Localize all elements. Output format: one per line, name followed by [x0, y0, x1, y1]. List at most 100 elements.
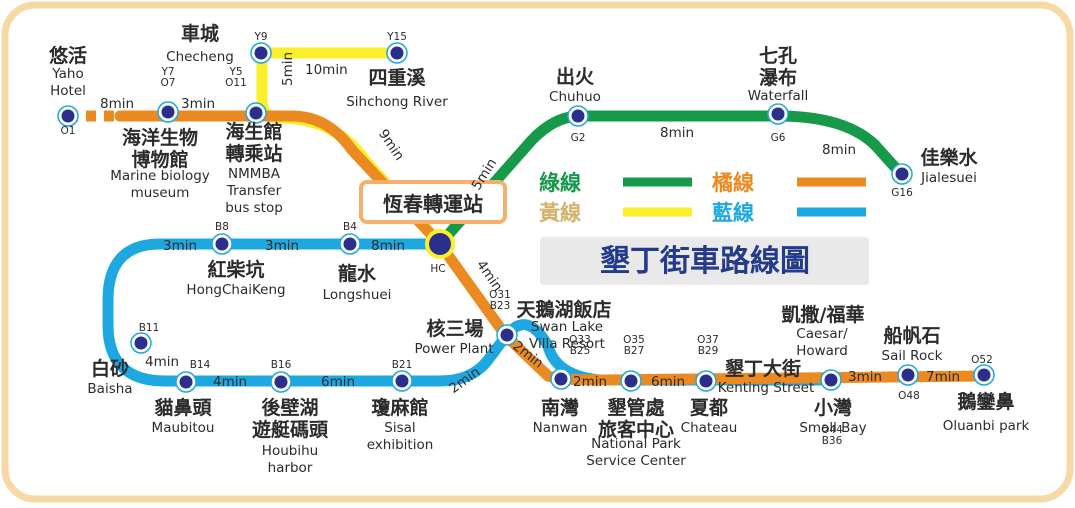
- station-marker[interactable]: [901, 368, 915, 382]
- station-marker[interactable]: [390, 46, 404, 60]
- station-marker[interactable]: [395, 374, 409, 388]
- time-sailrock-oluanbi: 7min: [926, 369, 960, 385]
- station-name-en: harbor: [268, 460, 313, 476]
- station-code: O35: [623, 334, 645, 346]
- station-name-zh: 海生館: [225, 120, 282, 143]
- station-marker[interactable]: [500, 328, 514, 342]
- station-marker[interactable]: [249, 106, 263, 120]
- station-code: B36: [822, 435, 843, 447]
- station-code: Y5: [228, 66, 242, 78]
- station-marker[interactable]: [61, 109, 75, 123]
- station-name-en: Longshuei: [323, 287, 392, 303]
- station-marker[interactable]: [274, 375, 288, 389]
- map-title: 墾丁街車路線圖: [600, 244, 810, 279]
- station-marker[interactable]: [895, 167, 909, 181]
- map-title-box: [540, 237, 869, 285]
- station-marker[interactable]: [134, 336, 148, 350]
- time-maubitou-houbihu: 4min: [213, 374, 247, 390]
- station-name-zh: 轉乘站: [225, 142, 282, 165]
- station-name-en: museum: [131, 185, 190, 201]
- station-name-zh: 凱撒/福華: [782, 303, 865, 326]
- station-name-en: bus stop: [225, 200, 283, 216]
- station-name-en: Jialesuei: [920, 170, 977, 186]
- station-code: HC: [430, 263, 445, 275]
- station-name-zh: 墾管處: [607, 396, 665, 419]
- station-code: G6: [771, 132, 786, 144]
- time-nmmba-checheng: 5min: [280, 52, 296, 86]
- hub-marker[interactable]: [429, 233, 451, 255]
- station-marker[interactable]: [977, 368, 991, 382]
- hub-label-box: [359, 180, 507, 224]
- station-code: O44: [821, 424, 843, 436]
- station-name-zh: 天鵝湖飯店: [516, 298, 611, 321]
- station-name-en: Service Center: [586, 453, 686, 469]
- station-code: B23: [490, 300, 511, 312]
- station-code: B4: [343, 221, 357, 233]
- station-name-zh: 七孔: [759, 45, 797, 67]
- station-name-zh: 四重溪: [368, 67, 426, 89]
- station-name-en: Villa Resort: [529, 336, 605, 352]
- station-name-en: Maubitou: [152, 420, 215, 436]
- station-code: O1: [61, 125, 76, 137]
- time-hc-longshuei: 8min: [371, 238, 405, 254]
- station-marker[interactable]: [771, 107, 785, 121]
- station-name-en: Howard: [796, 343, 848, 359]
- station-hc[interactable]: HC: [425, 229, 455, 275]
- station-marker[interactable]: [554, 372, 568, 386]
- station-name-zh: 貓鼻頭: [154, 396, 212, 419]
- station-marker[interactable]: [824, 373, 838, 387]
- time-npsc-chateau: 6min: [651, 374, 685, 390]
- station-marker[interactable]: [343, 237, 357, 251]
- legend-orange-label: 橘線: [712, 171, 754, 195]
- station-name-en: Houbihu: [262, 443, 318, 459]
- time-nanwan-npsc: 2min: [573, 374, 607, 390]
- time-yaho-marine: 8min: [100, 96, 134, 112]
- station-name-en: Caesar/: [796, 326, 848, 342]
- station-name-en: Baisha: [87, 381, 132, 397]
- legend: 綠線 橘線 黃線 藍線: [539, 171, 866, 225]
- station-name-en: Sail Rock: [882, 348, 943, 364]
- station-name-en: Oluanbi park: [943, 418, 1030, 434]
- station-name-zh: 核三場: [426, 317, 483, 340]
- station-code: Y9: [253, 31, 267, 43]
- station-marker[interactable]: [571, 109, 585, 123]
- station-marker[interactable]: [699, 374, 713, 388]
- station-name-zh: 博物館: [131, 148, 188, 171]
- station-marker[interactable]: [254, 46, 268, 60]
- station-code: B29: [698, 345, 719, 357]
- time-checheng-sihchong: 10min: [305, 62, 348, 78]
- station-name-en: NMMBA: [228, 166, 281, 182]
- station-marker[interactable]: [215, 237, 229, 251]
- station-marker[interactable]: [179, 375, 193, 389]
- blue-line: [102, 238, 836, 387]
- station-marker[interactable]: [161, 105, 175, 119]
- station-marker[interactable]: [624, 374, 638, 388]
- station-name-zh: 小灣: [814, 396, 852, 419]
